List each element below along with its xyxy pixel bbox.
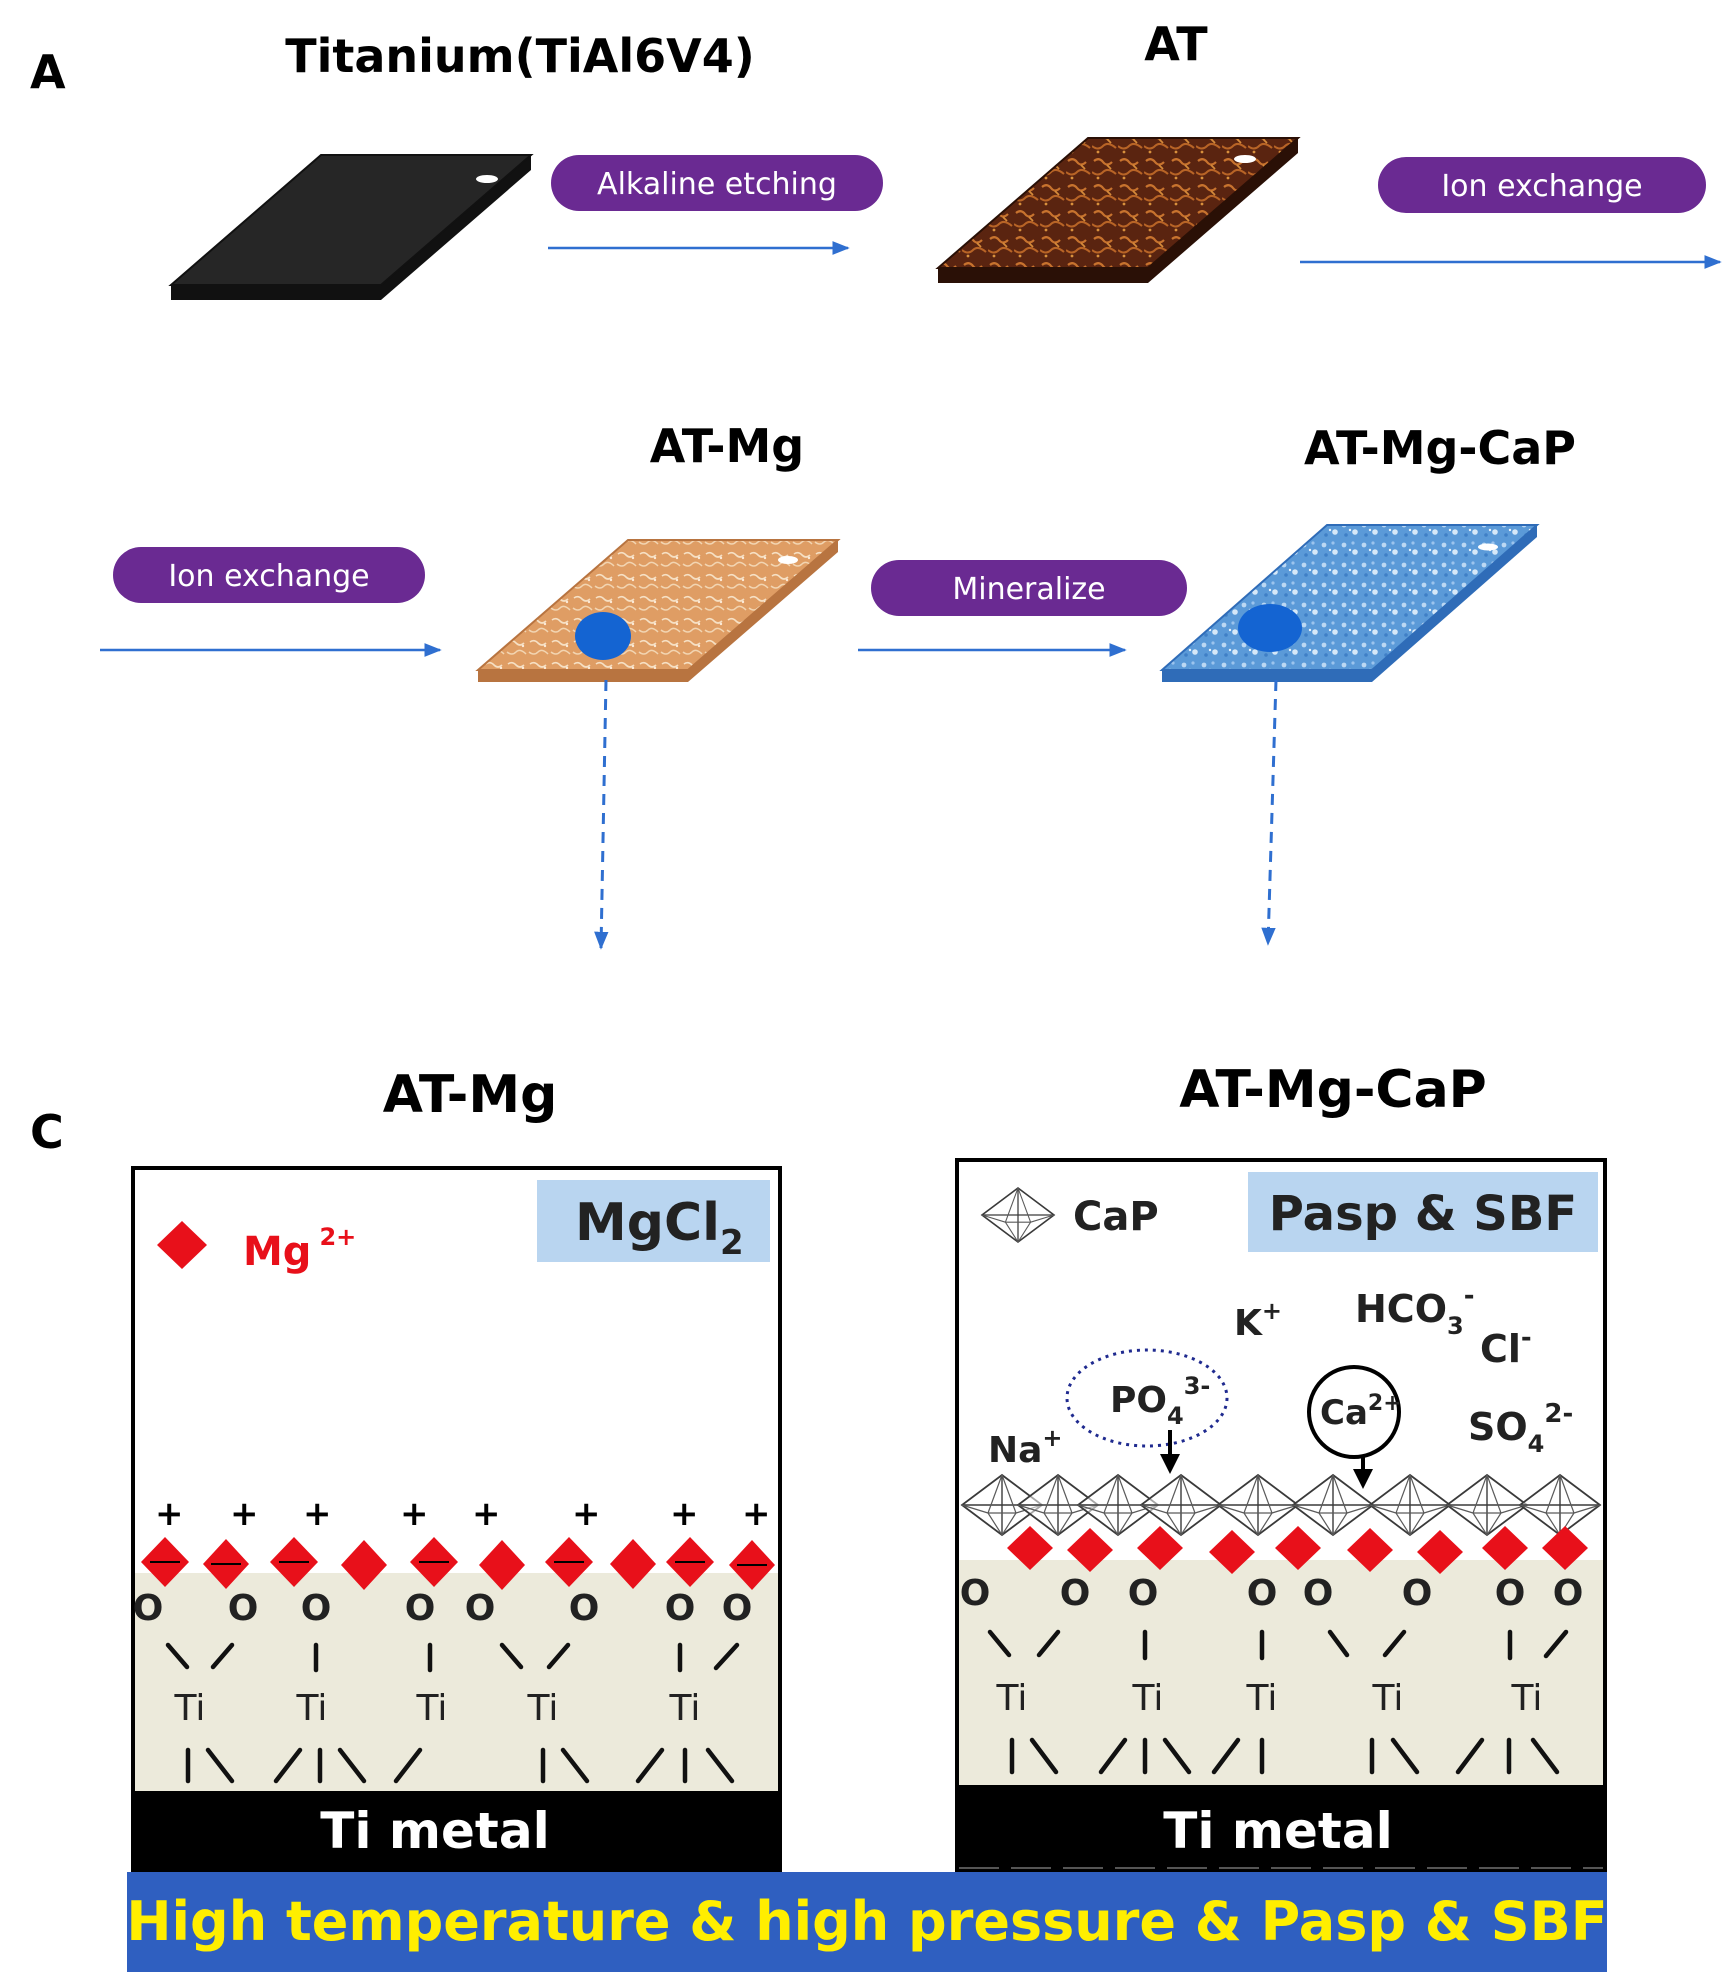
svg-text:Ti: Ti xyxy=(527,1688,559,1729)
at-mg-cap-dashed-arrow xyxy=(1261,679,1278,946)
svg-text:O: O xyxy=(405,1588,436,1629)
svg-text:Ti: Ti xyxy=(296,1688,328,1729)
svg-text:O: O xyxy=(1247,1573,1278,1614)
svg-text:Alkaline etching: Alkaline etching xyxy=(597,167,837,202)
svg-text:O: O xyxy=(722,1588,753,1629)
ion-so4: SO42- xyxy=(1468,1399,1573,1458)
left-title: AT-Mg xyxy=(383,1065,558,1125)
svg-text:O: O xyxy=(665,1588,696,1629)
svg-text:O: O xyxy=(1402,1573,1433,1614)
left-metal-label: Ti metal xyxy=(320,1802,549,1860)
svg-text:+: + xyxy=(472,1494,501,1534)
svg-text:O: O xyxy=(465,1588,496,1629)
title-titanium: Titanium(TiAl6V4) xyxy=(285,29,755,83)
mg-ion-row-right xyxy=(1007,1526,1588,1574)
step-alkaline-etching: Alkaline etching xyxy=(548,155,883,255)
bonds-lower-right xyxy=(1009,1737,1560,1775)
surface-charges: + + + + + + + + xyxy=(155,1494,771,1534)
at-mg-plate xyxy=(475,539,841,682)
svg-text:+: + xyxy=(742,1494,771,1534)
svg-text:O: O xyxy=(301,1588,332,1629)
bonds-lower xyxy=(185,1747,735,1784)
svg-text:O: O xyxy=(1303,1573,1334,1614)
svg-text:+: + xyxy=(572,1494,601,1534)
right-metal-label: Ti metal xyxy=(1163,1802,1392,1860)
title-at-mg-cap: AT-Mg-CaP xyxy=(1304,421,1576,475)
svg-text:Ti: Ti xyxy=(1246,1678,1278,1719)
svg-text:O: O xyxy=(1060,1573,1091,1614)
left-solution-box xyxy=(537,1180,770,1262)
conditions-banner: High temperature & high pressure & Pasp … xyxy=(126,1872,1608,1972)
bonds-upper xyxy=(165,1642,740,1673)
ion-na: Na+ xyxy=(988,1424,1063,1471)
svg-text:Ti: Ti xyxy=(1132,1678,1164,1719)
cap-legend-text: CaP xyxy=(1073,1194,1159,1240)
at-plate xyxy=(935,137,1301,283)
panel-c-label: C xyxy=(30,1105,64,1159)
svg-text:O: O xyxy=(1128,1573,1159,1614)
svg-text:+: + xyxy=(400,1494,429,1534)
svg-text:+: + xyxy=(230,1494,259,1534)
step-ion-exchange-1: Ion exchange xyxy=(1300,157,1722,269)
at-mg-dashed-arrow xyxy=(594,679,609,950)
svg-text:Ti: Ti xyxy=(174,1688,206,1729)
oxygen-atoms: O O O O O O O O xyxy=(133,1588,753,1629)
mg-ion-legend-icon xyxy=(157,1221,207,1269)
title-at-mg: AT-Mg xyxy=(650,419,804,473)
svg-text:Ti: Ti xyxy=(1372,1678,1404,1719)
svg-text:+: + xyxy=(303,1494,332,1534)
ion-k: K+ xyxy=(1234,1297,1282,1344)
step-mineralize: Mineralize xyxy=(858,560,1187,657)
titanium-plate xyxy=(168,154,534,300)
svg-text:O: O xyxy=(133,1588,164,1629)
ion-hco3: HCO3- xyxy=(1355,1281,1475,1340)
svg-text:Ti: Ti xyxy=(996,1678,1028,1719)
bonds-upper-right xyxy=(987,1629,1569,1661)
titanium-atoms-right: Ti Ti Ti Ti Ti xyxy=(996,1678,1543,1719)
svg-text:Ti: Ti xyxy=(1511,1678,1543,1719)
po4-dotted-circle xyxy=(1065,1348,1229,1448)
at-mg-cap-plate xyxy=(1159,524,1540,682)
svg-text:Ti: Ti xyxy=(416,1688,448,1729)
title-at: AT xyxy=(1144,17,1208,71)
svg-text:Ion exchange: Ion exchange xyxy=(168,559,369,594)
svg-text:Mineralize: Mineralize xyxy=(952,572,1105,607)
svg-text:O: O xyxy=(1553,1573,1584,1614)
svg-text:Pasp & SBF: Pasp & SBF xyxy=(1269,1186,1577,1242)
svg-text:O: O xyxy=(228,1588,259,1629)
panel-a-label: A xyxy=(30,45,66,99)
step-ion-exchange-2: Ion exchange xyxy=(100,547,442,657)
ion-po4: PO43- xyxy=(1110,1372,1210,1430)
banner-text: High temperature & high pressure & Pasp … xyxy=(126,1890,1607,1953)
ion-ca: Ca2+ xyxy=(1320,1391,1402,1433)
svg-text:MgCl2: MgCl2 xyxy=(575,1193,744,1263)
oxygen-atoms-right: O O O O O O O O xyxy=(960,1573,1584,1614)
ion-cl: Cl- xyxy=(1480,1323,1532,1371)
svg-text:+: + xyxy=(155,1494,184,1534)
titanium-atoms: Ti Ti Ti Ti Ti xyxy=(174,1688,701,1729)
svg-text:+: + xyxy=(670,1494,699,1534)
ca-circle xyxy=(1307,1365,1401,1459)
svg-text:O: O xyxy=(569,1588,600,1629)
svg-text:Ion exchange: Ion exchange xyxy=(1441,169,1642,204)
svg-text:O: O xyxy=(1495,1573,1526,1614)
right-title: AT-Mg-CaP xyxy=(1179,1060,1487,1120)
svg-text:O: O xyxy=(960,1573,991,1614)
svg-text:Ti: Ti xyxy=(669,1688,701,1729)
right-box: Ti metal Pasp & SBF CaP K+ HCO3- Cl- PO4… xyxy=(955,1158,1607,1875)
right-solution-box xyxy=(1248,1172,1598,1252)
